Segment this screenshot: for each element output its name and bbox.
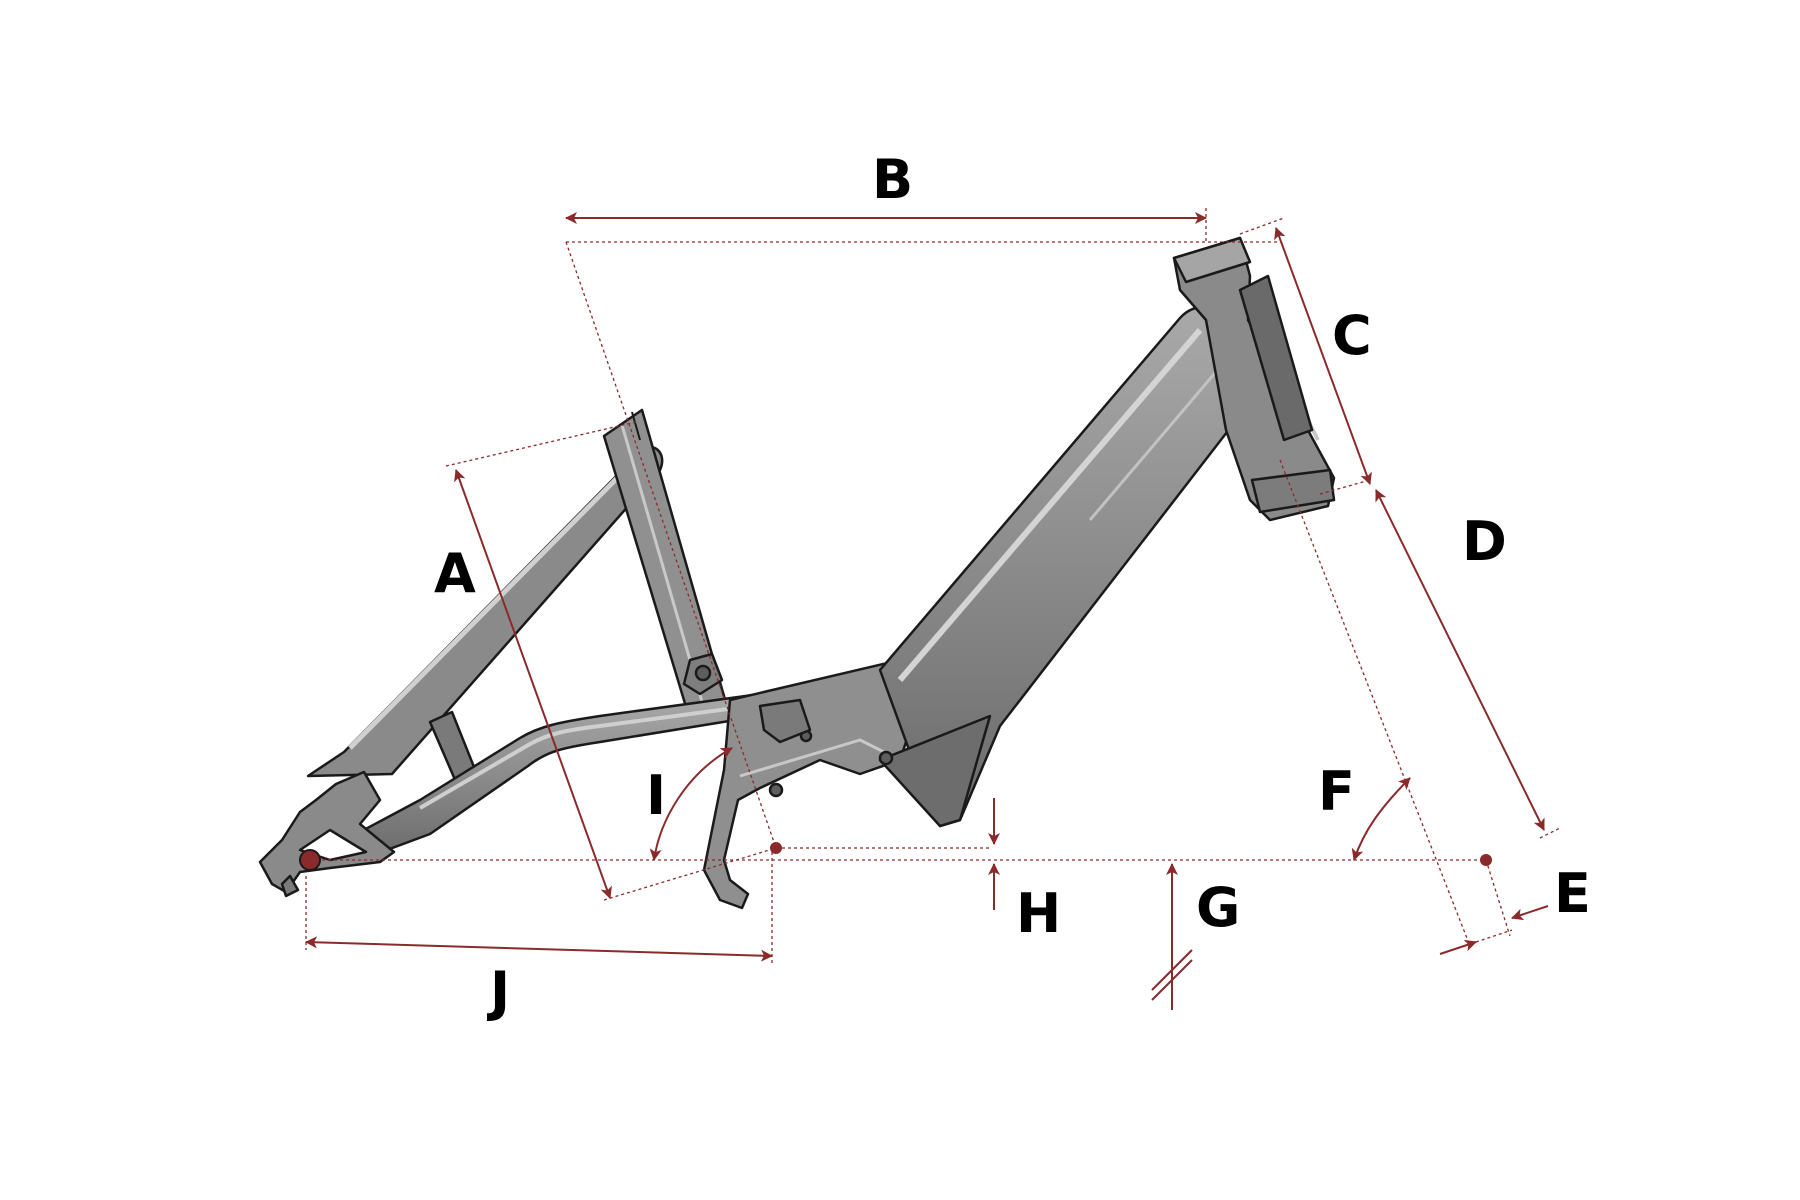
label-d: D: [1462, 510, 1507, 573]
dim-e-line: [1439, 939, 1477, 955]
dimension-labels: A B C D E F G H I J: [434, 148, 1591, 1023]
bike-frame: [258, 236, 1336, 910]
dim-i-arc: [649, 747, 733, 861]
label-c: C: [1332, 304, 1372, 367]
dim-e-line-2: [1511, 905, 1549, 921]
label-b: B: [872, 148, 913, 211]
label-f: F: [1318, 760, 1355, 823]
dim-d-line: [1375, 489, 1545, 831]
down-tube-lower-cover: [878, 714, 992, 828]
label-e: E: [1554, 862, 1591, 925]
label-i: I: [646, 764, 666, 827]
dim-j-line: [305, 936, 773, 962]
motor-cover: [758, 698, 812, 744]
dim-c-line: [1274, 227, 1372, 485]
label-h: H: [1016, 882, 1061, 945]
front-axle-point: [1480, 854, 1492, 866]
label-g: G: [1196, 876, 1240, 939]
dimension-lines: [304, 208, 1561, 1010]
bottom-bracket-point: [770, 842, 782, 854]
dim-f-arc: [1351, 777, 1411, 861]
label-j: J: [486, 960, 510, 1023]
dim-a-line: [454, 469, 612, 899]
label-a: A: [434, 542, 476, 605]
